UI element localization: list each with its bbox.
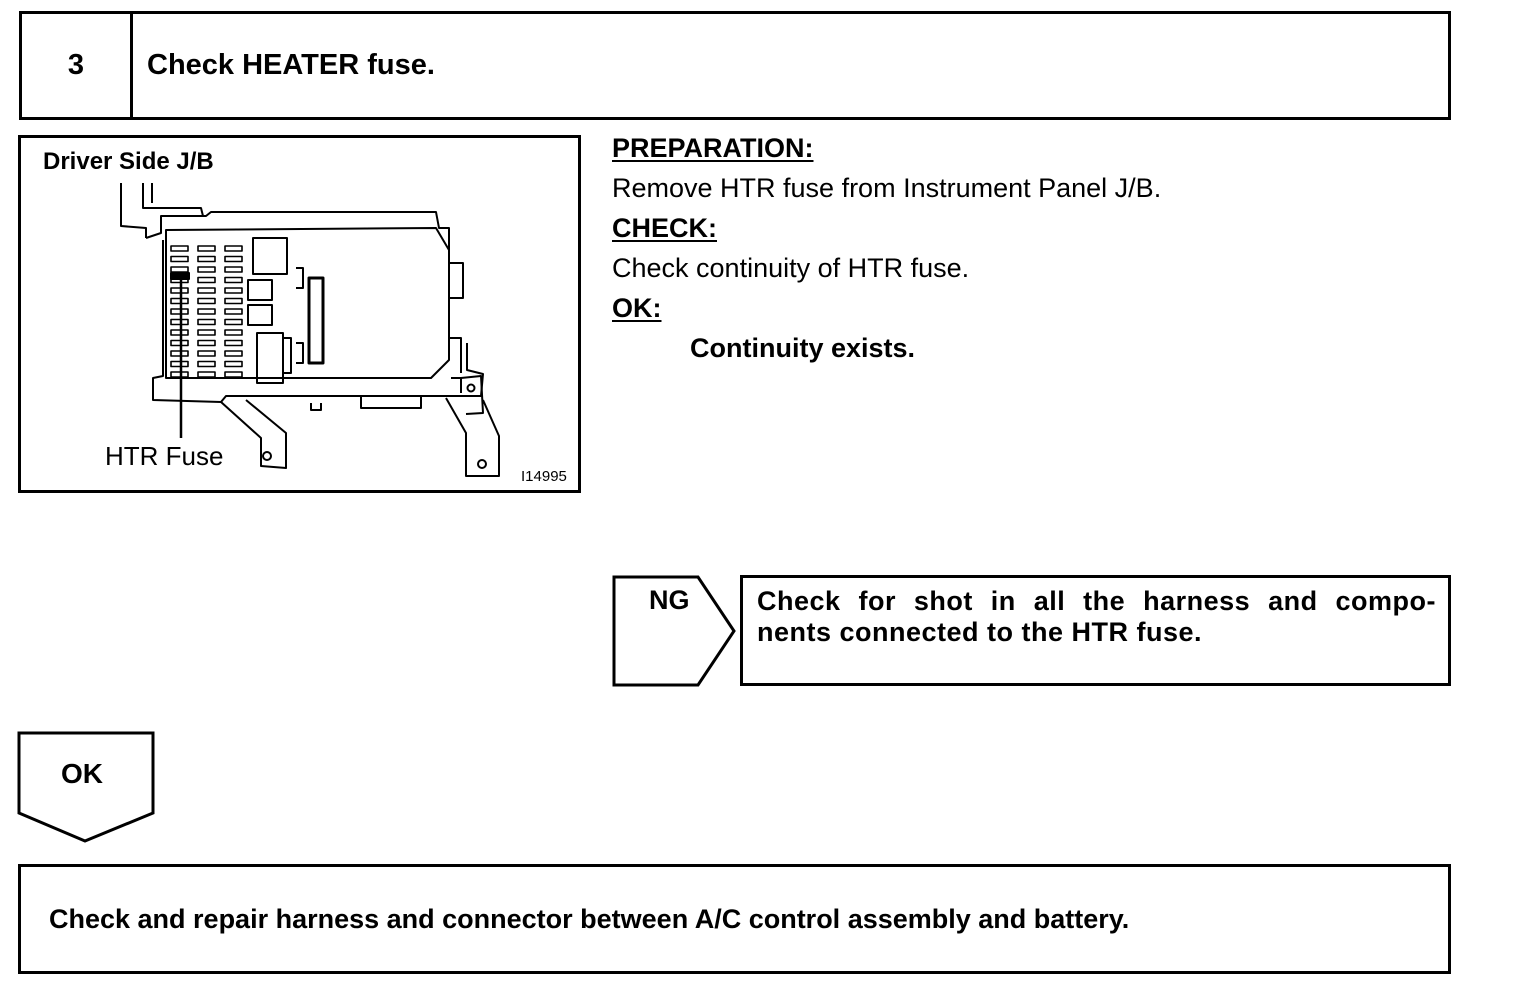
fuse-slot — [224, 329, 243, 336]
fuse-slot — [197, 360, 216, 368]
fuse-slot — [224, 287, 243, 294]
fuse-slot — [224, 371, 243, 378]
fuse-slot — [170, 318, 189, 326]
fuse-slot — [197, 276, 216, 284]
fuse-slot — [170, 266, 189, 273]
fuse-slot — [197, 318, 216, 326]
fuse-slot — [170, 308, 189, 315]
fuse-slot — [197, 308, 216, 315]
step-header: 3 Check HEATER fuse. — [19, 11, 1451, 120]
fuse-slot — [170, 245, 189, 252]
fuse-slot — [170, 339, 189, 347]
final-step-box: Check and repair harness and connector b… — [18, 864, 1451, 974]
ng-arrow — [612, 575, 736, 687]
fuse-slot — [224, 360, 243, 368]
fuse-slot — [197, 255, 216, 263]
check-text: Check continuity of HTR fuse. — [612, 253, 970, 283]
ok-arrow — [17, 731, 155, 843]
fuse-slot — [197, 339, 216, 347]
step-number: 3 — [67, 49, 85, 81]
preparation-text: Remove HTR fuse from Instrument Panel J/… — [612, 173, 1162, 203]
ng-result-box: Check for shot in all the harness and co… — [740, 575, 1451, 686]
htr-fuse-label: HTR Fuse — [105, 441, 224, 471]
fuse-slot — [224, 339, 243, 347]
fuse-slot — [224, 266, 243, 273]
fuse-slot — [197, 287, 216, 294]
fuse-slot — [224, 318, 243, 326]
fuse-slot — [170, 255, 189, 263]
fuse-slot — [224, 308, 243, 315]
fuse-slot — [170, 329, 189, 336]
ok-spec-text: Continuity exists. — [690, 333, 916, 363]
fuse-slot — [197, 350, 216, 357]
fuse-slot — [197, 266, 216, 273]
check-heading: CHECK: — [612, 213, 717, 243]
fuse-slot — [197, 245, 216, 252]
fuse-slot — [197, 371, 216, 378]
preparation-heading: PREPARATION: — [612, 133, 814, 163]
step-number-cell: 3 — [22, 14, 133, 117]
junction-block-label: Driver Side J/B — [43, 148, 214, 175]
fuse-slot — [224, 276, 243, 284]
fuse-slot — [197, 329, 216, 336]
figure-code: I14995 — [521, 468, 567, 485]
fuse-slot — [224, 255, 243, 263]
ok-label: OK — [61, 758, 103, 789]
fuse-slot — [170, 360, 189, 368]
final-step-text: Check and repair harness and connector b… — [49, 904, 1130, 934]
junction-block-diagram — [120, 183, 500, 477]
ng-label: NG — [649, 585, 690, 615]
fuse-slot — [170, 350, 189, 357]
ok-heading: OK: — [612, 293, 662, 323]
fuse-slot — [224, 297, 243, 305]
fuse-slot — [197, 297, 216, 305]
junction-block-illustration: Driver Side J/B HTR Fuse I14995 — [18, 135, 581, 493]
fuse-slot — [170, 297, 189, 305]
fuse-slot — [224, 350, 243, 357]
fuse-slot — [170, 371, 189, 378]
fuse-slot — [224, 245, 243, 252]
ng-result-text: Check for shot in all the harness and co… — [757, 586, 1436, 647]
fuse-slot — [170, 287, 189, 294]
step-title: Check HEATER fuse. — [147, 49, 435, 81]
